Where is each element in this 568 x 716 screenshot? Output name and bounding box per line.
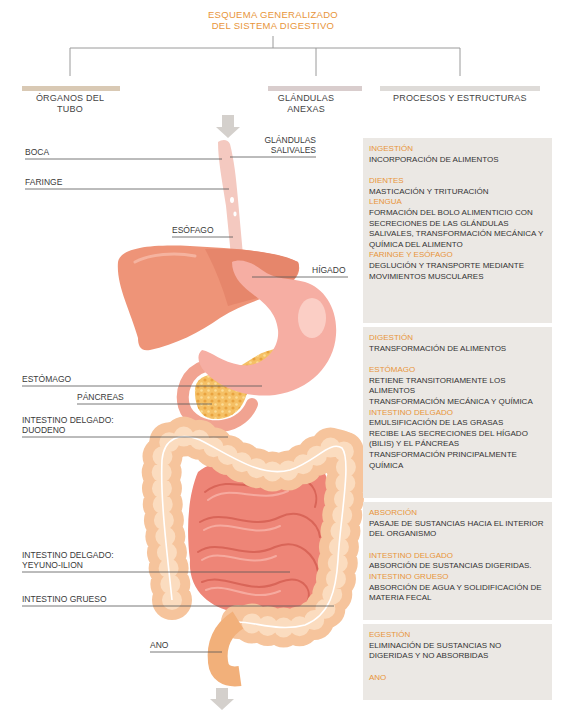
stage-text: RECIBE LAS SECRECIONES DEL HÍGADO (BILIS…	[369, 429, 546, 450]
flow-arrow	[210, 688, 234, 710]
stage-text: DEGLUCIÓN Y TRANSPORTE MEDIANTE MOVIMIEN…	[369, 261, 546, 282]
organ-label: FARINGE	[25, 177, 62, 187]
column-heading: PROCESOS Y ESTRUCTURAS	[393, 93, 527, 104]
stage-text: INCORPORACIÓN DE ALIMENTOS	[369, 155, 546, 166]
highlight-dot	[230, 197, 234, 203]
stage-text: RETIENE TRANSITORIAMENTE LOS ALIMENTOS	[369, 376, 546, 397]
process-band: INGESTIÓNINCORPORACIÓN DE ALIMENTOS DIENT…	[363, 138, 552, 323]
gland-label: HÍGADO	[312, 265, 346, 275]
large-intestine-shape	[162, 437, 346, 628]
stage-heading: INTESTINO DELGADO	[369, 408, 546, 419]
stage-text: MASTICACIÓN Y TRITURACIÓN	[369, 187, 546, 198]
stage-text: TRANSFORMACIÓN PRINCIPALMENTE QUÍMICA	[369, 450, 546, 471]
stage-heading: INTESTINO DELGADO	[369, 551, 546, 562]
column-bar	[380, 86, 540, 91]
flow-arrow	[216, 115, 240, 138]
stage-heading: FARINGE Y ESÓFAGO	[369, 250, 546, 261]
intestine-coils	[198, 480, 320, 600]
leader-line	[22, 157, 348, 652]
stage-heading: DIGESTIÓN	[369, 333, 546, 344]
liver-highlight	[135, 254, 195, 262]
organ-label: BOCA	[25, 147, 49, 157]
diagram-title: ESQUEMA GENERALIZADO DEL SISTEMA DIGESTI…	[203, 9, 343, 31]
stage-heading: DIENTES	[369, 176, 546, 187]
stage-heading: ABSORCIÓN	[369, 508, 546, 519]
stage-text: EMULSIFICACIÓN DE LAS GRASAS	[369, 418, 546, 429]
rectum-shape	[218, 620, 240, 676]
column-bar	[22, 86, 120, 91]
bracket	[70, 36, 460, 76]
stomach-highlight	[298, 298, 326, 338]
organ-label: INTESTINO GRUESO	[22, 594, 107, 604]
process-band: ABSORCIÓNPASAJE DE SUSTANCIAS HACIA EL I…	[363, 502, 552, 620]
column-bar	[268, 86, 362, 91]
stage-text: ELIMINACIÓN DE SUSTANCIAS NO DIGERIDAS Y…	[369, 641, 546, 662]
stage-text: TRANSFORMACIÓN DE ALIMENTOS	[369, 344, 546, 355]
stage-text: ABSORCIÓN DE AGUA Y SOLIDIFICACIÓN DE MA…	[369, 583, 546, 604]
gland-label: GLÁNDULAS SALIVALES	[252, 135, 316, 155]
stage-heading: ANO	[369, 673, 546, 684]
process-band: EGESTIÓNELIMINACIÓN DE SUSTANCIAS NO DIG…	[363, 624, 552, 700]
organ-label: ANO	[150, 640, 168, 650]
stage-text: ABSORCIÓN DE SUSTANCIAS DIGERIDAS.	[369, 561, 546, 572]
gland-label: PÁNCREAS	[77, 392, 124, 402]
organ-label: ESÓFAGO	[172, 225, 214, 235]
stage-text: FORMACIÓN DEL BOLO ALIMENTICIO CON SECRE…	[369, 208, 546, 250]
column-heading: GLÁNDULAS ANEXAS	[274, 93, 338, 115]
stage-text: TRANSFORMACIÓN MECÁNICA Y QUÍMICA	[369, 397, 546, 408]
stomach-shape	[198, 260, 336, 395]
stage-heading: INGESTIÓN	[369, 144, 546, 155]
organ-label: ESTÓMAGO	[22, 374, 71, 384]
organ-label: INTESTINO DELGADO: YEYUNO-ILION	[22, 550, 137, 570]
stage-heading: EGESTIÓN	[369, 630, 546, 641]
stage-heading: INTESTINO GRUESO	[369, 572, 546, 583]
stage-heading: LENGUA	[369, 197, 546, 208]
process-band: DIGESTIÓNTRANSFORMACIÓN DE ALIMENTOS ESTÓ…	[363, 327, 552, 498]
column-heading: ÓRGANOS DEL TUBO	[30, 93, 110, 115]
organ-label: INTESTINO DELGADO: DUODENO	[22, 415, 137, 435]
highlight-dot	[233, 212, 236, 217]
stage-heading: ESTÓMAGO	[369, 365, 546, 376]
stage-text: PASAJE DE SUSTANCIAS HACIA EL INTERIOR D…	[369, 519, 546, 540]
